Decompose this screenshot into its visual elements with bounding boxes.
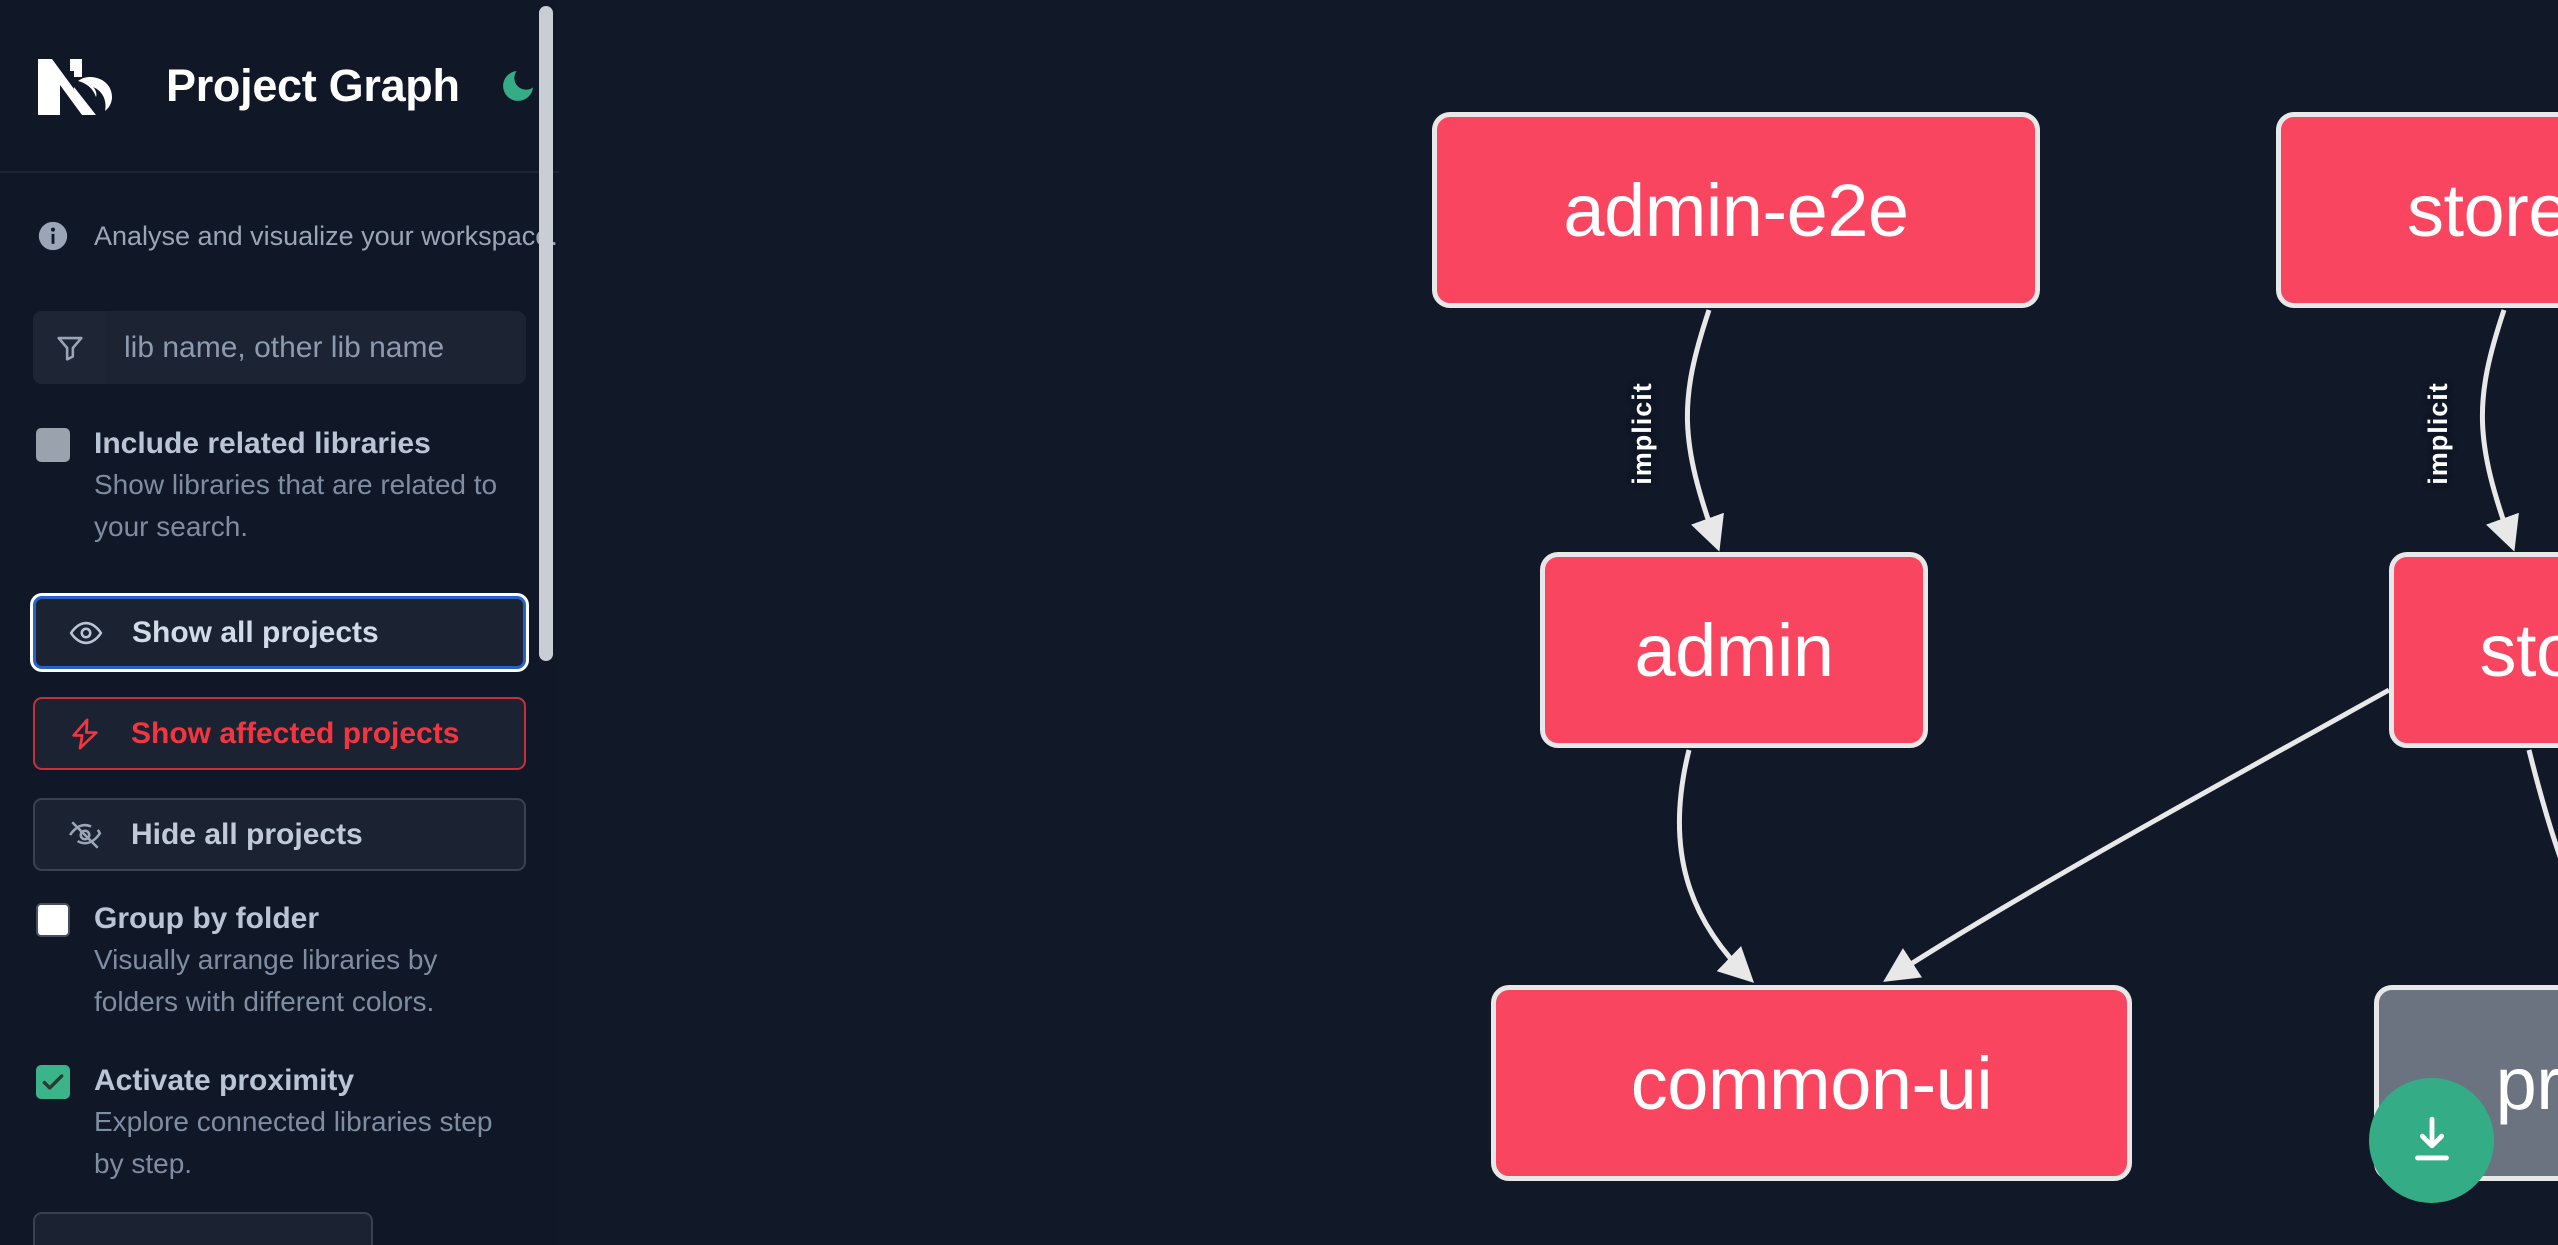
check-icon (42, 1074, 64, 1090)
include-related-libraries-checkbox[interactable] (36, 428, 70, 462)
graph-node-label: store (2479, 608, 2558, 692)
project-actions: Show all projects Show affected projects (0, 596, 559, 871)
hide-all-projects-label: Hide all projects (131, 817, 363, 851)
include-related-libraries-option: Include related libraries Show libraries… (0, 424, 559, 548)
graph-node-admin-e2e[interactable]: admin-e2e (1432, 112, 2040, 308)
edge-store-e2e-to-store (2480, 309, 2519, 552)
page-title: Project Graph (166, 59, 460, 111)
search-input[interactable] (106, 311, 526, 384)
eye-icon (66, 613, 106, 653)
graph-node-label: admin (1634, 608, 1834, 692)
hide-all-projects-button[interactable]: Hide all projects (33, 798, 526, 871)
download-icon (2414, 1116, 2449, 1160)
download-button[interactable] (2369, 1078, 2494, 1203)
edge-store-to-products (2526, 749, 2558, 859)
graph-node-label: common-ui (1630, 1041, 1993, 1125)
graph-node-label: admin-e2e (1563, 168, 1909, 252)
info-text: Analyse and visualize your workspace. (94, 220, 558, 251)
include-related-libraries-description: Show libraries that are related to your … (94, 469, 498, 542)
group-by-folder-description: Visually arrange libraries by folders wi… (94, 944, 438, 1017)
nx-logo (36, 55, 128, 117)
show-affected-projects-label: Show affected projects (131, 716, 460, 750)
activate-proximity-description: Explore connected libraries step by step… (94, 1106, 493, 1179)
show-all-projects-label: Show all projects (132, 615, 379, 649)
include-related-libraries-label: Include related libraries (94, 427, 431, 460)
graph-canvas[interactable]: admin-e2e store-e2e admin store common-u… (559, 0, 2558, 1245)
info-icon (36, 219, 70, 253)
sidebar-header: Project Graph (0, 0, 559, 173)
graph-node-store-e2e[interactable]: store-e2e (2276, 112, 2558, 308)
graph-node-store[interactable]: store (2389, 552, 2558, 748)
graph-node-label: products (2495, 1041, 2558, 1125)
edge-admin-to-common-ui (1676, 749, 1755, 983)
sidebar-partial-control[interactable] (33, 1212, 373, 1245)
show-all-projects-button[interactable]: Show all projects (33, 596, 526, 669)
edge-admin-e2e-to-admin (1685, 309, 1724, 552)
filter-icon (33, 311, 106, 384)
search-box[interactable] (33, 311, 526, 384)
graph-node-admin[interactable]: admin (1540, 552, 1928, 748)
bolt-icon (65, 714, 105, 754)
edge-store-to-common-ui (1883, 687, 2391, 982)
activate-proximity-label: Activate proximity (94, 1064, 355, 1097)
sidebar: Project Graph Analyse and visualize your… (0, 0, 559, 1245)
graph-edges (1676, 309, 2558, 983)
show-affected-projects-button[interactable]: Show affected projects (33, 697, 526, 770)
sidebar-scrollbar[interactable] (539, 6, 553, 661)
graph-node-label: store-e2e (2406, 168, 2558, 252)
group-by-folder-checkbox[interactable] (36, 903, 70, 937)
graph-node-common-ui[interactable]: common-ui (1491, 985, 2132, 1181)
moon-icon[interactable] (498, 62, 538, 110)
group-by-folder-label: Group by folder (94, 902, 319, 935)
eye-off-icon (65, 815, 105, 855)
activate-proximity-option: Activate proximity Explore connected lib… (0, 1061, 559, 1185)
activate-proximity-checkbox[interactable] (36, 1065, 70, 1099)
group-by-folder-option: Group by folder Visually arrange librari… (0, 899, 559, 1023)
info-banner: Analyse and visualize your workspace. (0, 173, 559, 253)
